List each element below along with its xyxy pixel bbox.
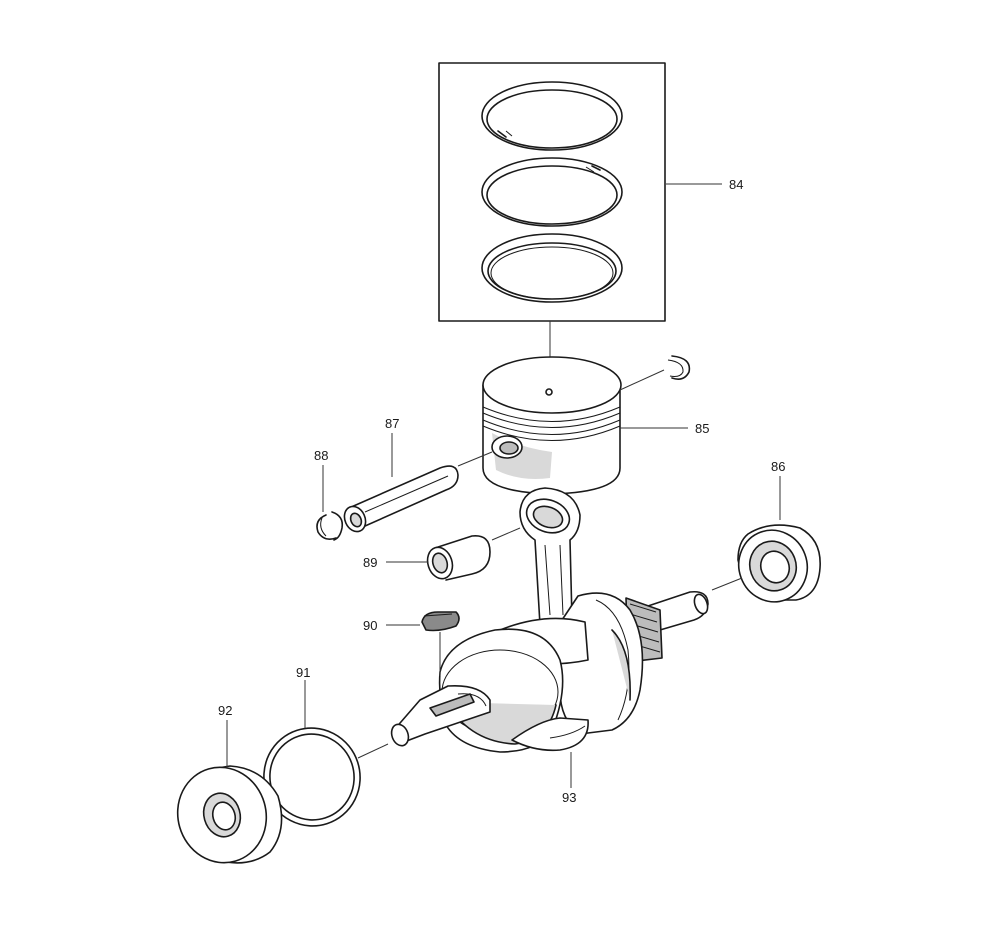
- piston-ring-set: [438, 62, 666, 322]
- piston-ring-second: [481, 157, 623, 227]
- piston-crown-mark: [545, 388, 553, 396]
- piston-pin: [343, 465, 459, 533]
- needle-bearing: [426, 535, 491, 581]
- crankshaft-assembly: [390, 487, 709, 753]
- piston: [482, 356, 622, 495]
- oil-seal-right: [737, 524, 821, 603]
- callout-89: 89: [363, 555, 377, 570]
- piston-pin-clip-left: [316, 511, 344, 541]
- callout-92: 92: [218, 703, 232, 718]
- callout-93: 93: [562, 790, 576, 805]
- piston-ring-top: [481, 81, 623, 151]
- callout-91: 91: [296, 665, 310, 680]
- ring-set-frame: [438, 62, 666, 322]
- callout-88: 88: [314, 448, 328, 463]
- connecting-rod: [519, 487, 581, 626]
- callout-86: 86: [771, 459, 785, 474]
- piston-ring-oil: [481, 233, 623, 303]
- callout-84: 84: [729, 177, 743, 192]
- callout-85: 85: [695, 421, 709, 436]
- piston-pin-clip-right: [667, 355, 691, 380]
- woodruff-key: [421, 611, 460, 632]
- oil-seal-left: [176, 765, 283, 864]
- callout-87: 87: [385, 416, 399, 431]
- callout-90: 90: [363, 618, 377, 633]
